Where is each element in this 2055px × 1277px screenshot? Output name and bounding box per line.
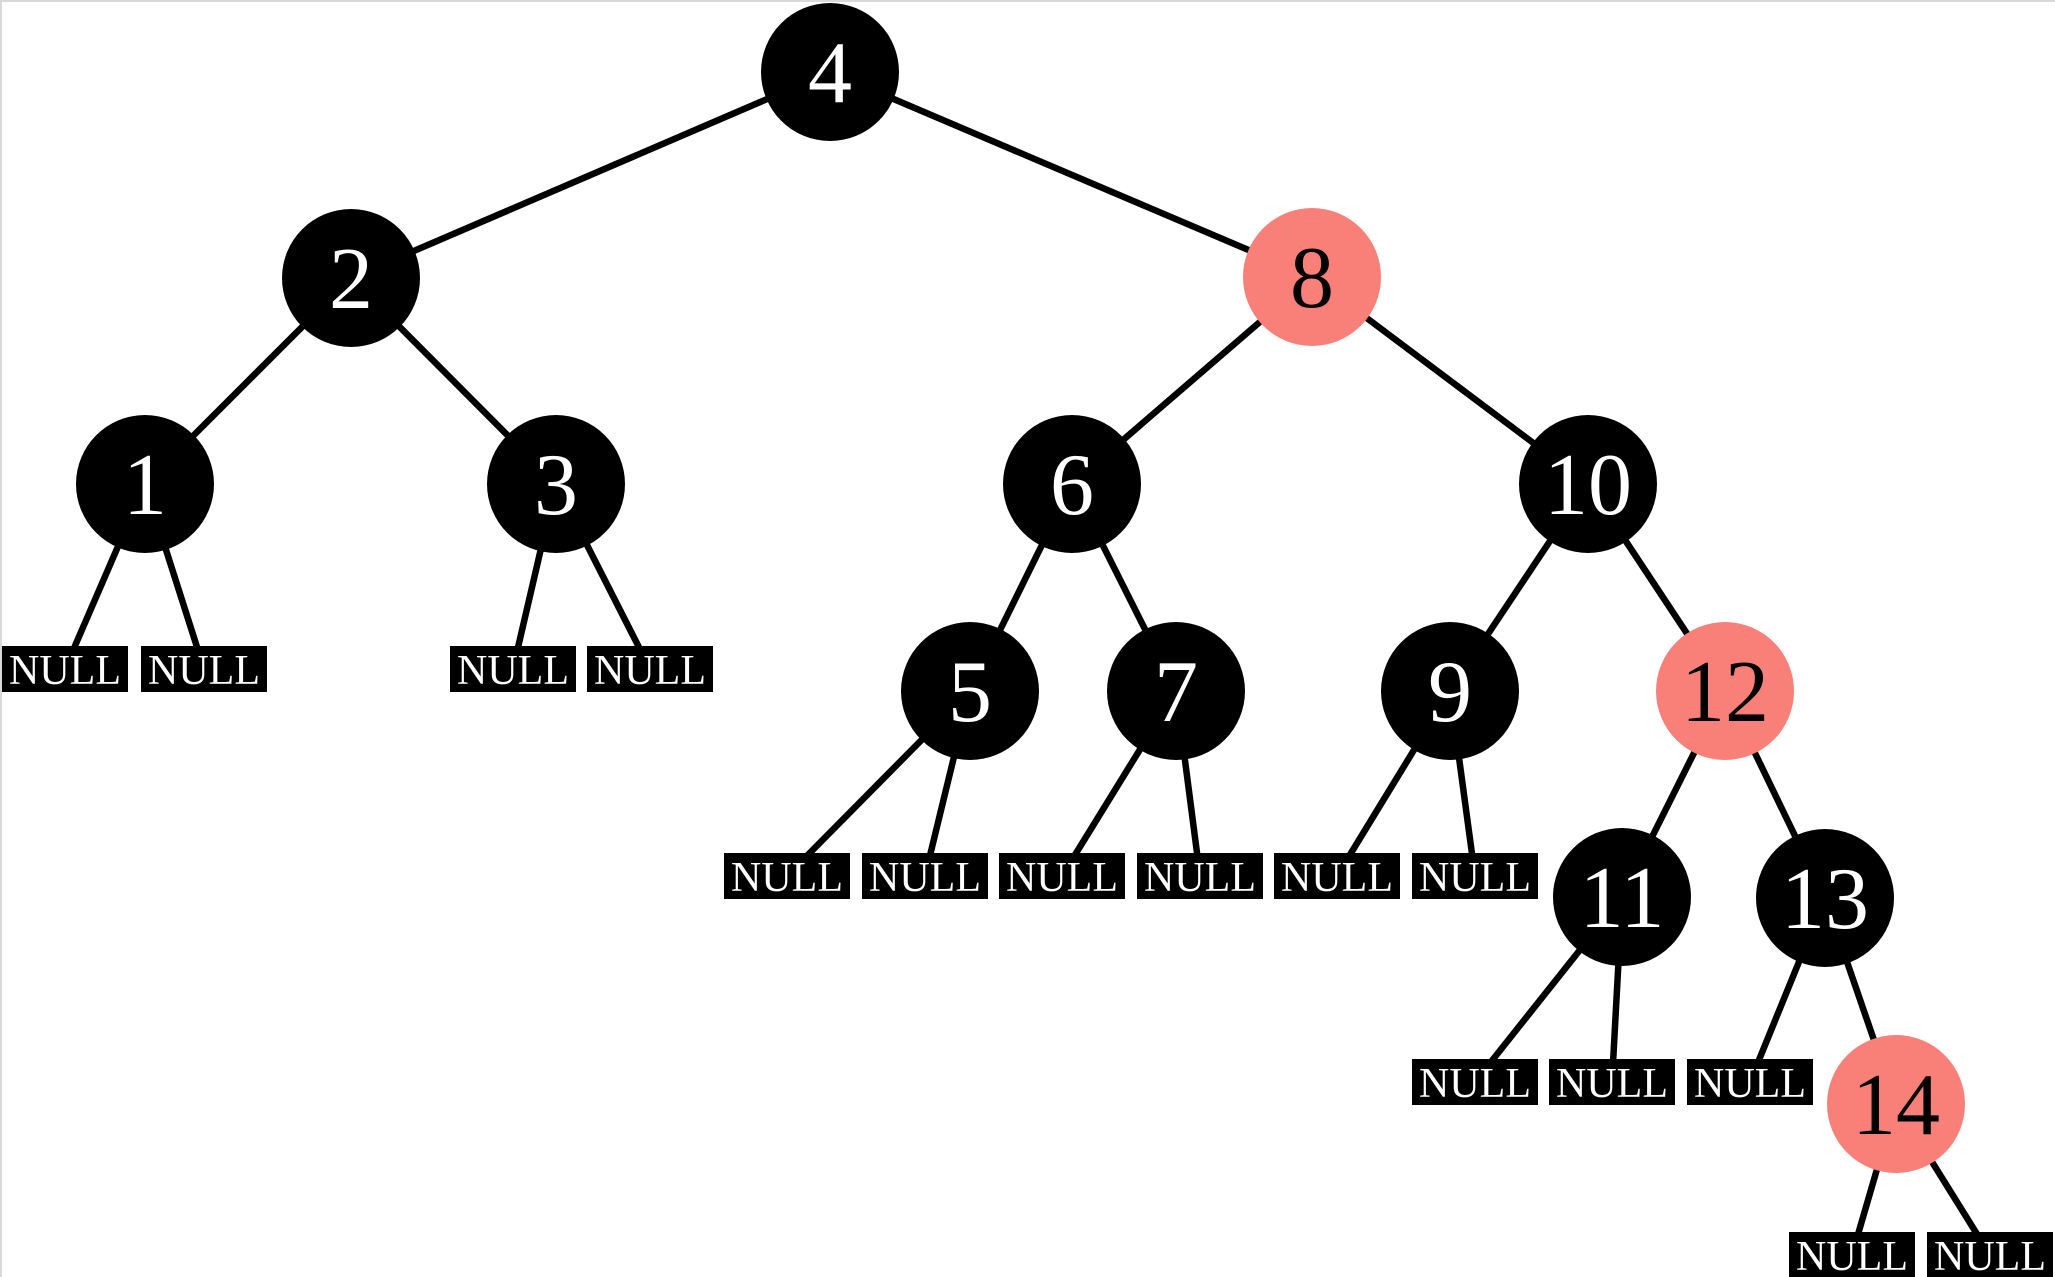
tree-node-12-circle: [1656, 622, 1794, 760]
tree-node-14-circle: [1827, 1035, 1965, 1173]
null-1-right-box: [141, 646, 267, 692]
null-1-left-box: [2, 646, 128, 692]
null-7-left-box: [999, 853, 1125, 899]
null-14-right-box: [1927, 1232, 2053, 1277]
tree-node-8-circle: [1243, 208, 1381, 346]
tree-node-11-circle: [1553, 828, 1691, 966]
tree-node-4-circle: [761, 3, 899, 141]
tree-node-5-circle: [901, 622, 1039, 760]
null-3-right-box: [587, 646, 713, 692]
null-9-left-box: [1274, 853, 1400, 899]
null-5-left-box: [724, 853, 850, 899]
null-3-left-box: [450, 646, 576, 692]
null-7-right-box: [1137, 853, 1263, 899]
null-9-right-box: [1412, 853, 1538, 899]
tree-node-1-circle: [76, 415, 214, 553]
tree-node-2-circle: [282, 209, 420, 347]
null-5-right-box: [862, 853, 988, 899]
null-11-right-box: [1549, 1059, 1675, 1105]
null-13-left-box: [1687, 1059, 1813, 1105]
edge-4-8: [828, 69, 1314, 280]
tree-node-7-circle: [1107, 622, 1245, 760]
null-14-left-box: [1789, 1232, 1915, 1277]
null-11-left-box: [1412, 1059, 1538, 1105]
tree-node-13-circle: [1756, 829, 1894, 967]
edge-4-2: [349, 69, 832, 281]
tree-node-3-circle: [487, 415, 625, 553]
tree-node-10-circle: [1519, 415, 1657, 553]
tree-node-9-circle: [1381, 622, 1519, 760]
tree-node-6-circle: [1003, 415, 1141, 553]
